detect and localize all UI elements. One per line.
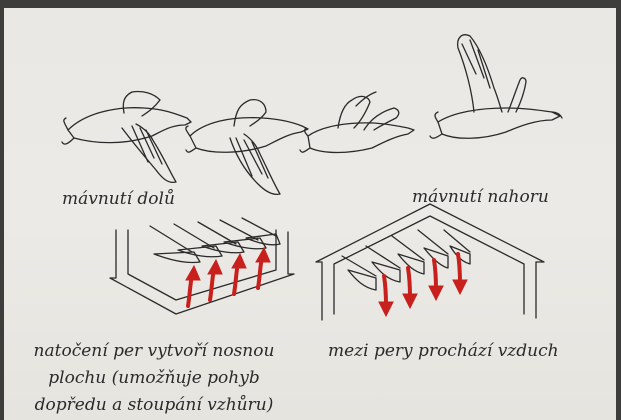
caption-upstroke: mávnutí nahoru bbox=[412, 184, 549, 211]
caption-closed-feathers: natočení per vytvoří nosnou plochu (umož… bbox=[8, 338, 300, 419]
caption-downstroke: mávnutí dolů bbox=[62, 186, 175, 213]
goose-upstroke bbox=[430, 35, 562, 139]
caption-closed-line-1: natočení per vytvoří nosnou bbox=[8, 338, 300, 365]
goose-downstroke-2 bbox=[186, 100, 308, 195]
goose-wing-rising bbox=[300, 92, 414, 153]
textbook-page: mávnutí dolů mávnutí nahoru natočení per… bbox=[4, 8, 616, 420]
caption-open-feathers: mezi pery prochází vzduch bbox=[328, 338, 559, 365]
caption-closed-line-3: dopředu a stoupání vzhůru) bbox=[8, 392, 300, 419]
goose-downstroke-1 bbox=[62, 91, 191, 182]
arrows-up bbox=[186, 248, 270, 306]
feather-diagram-closed bbox=[110, 218, 294, 314]
feather-diagram-open bbox=[316, 204, 544, 320]
caption-closed-line-2: plochu (umožňuje pohyb bbox=[8, 365, 300, 392]
